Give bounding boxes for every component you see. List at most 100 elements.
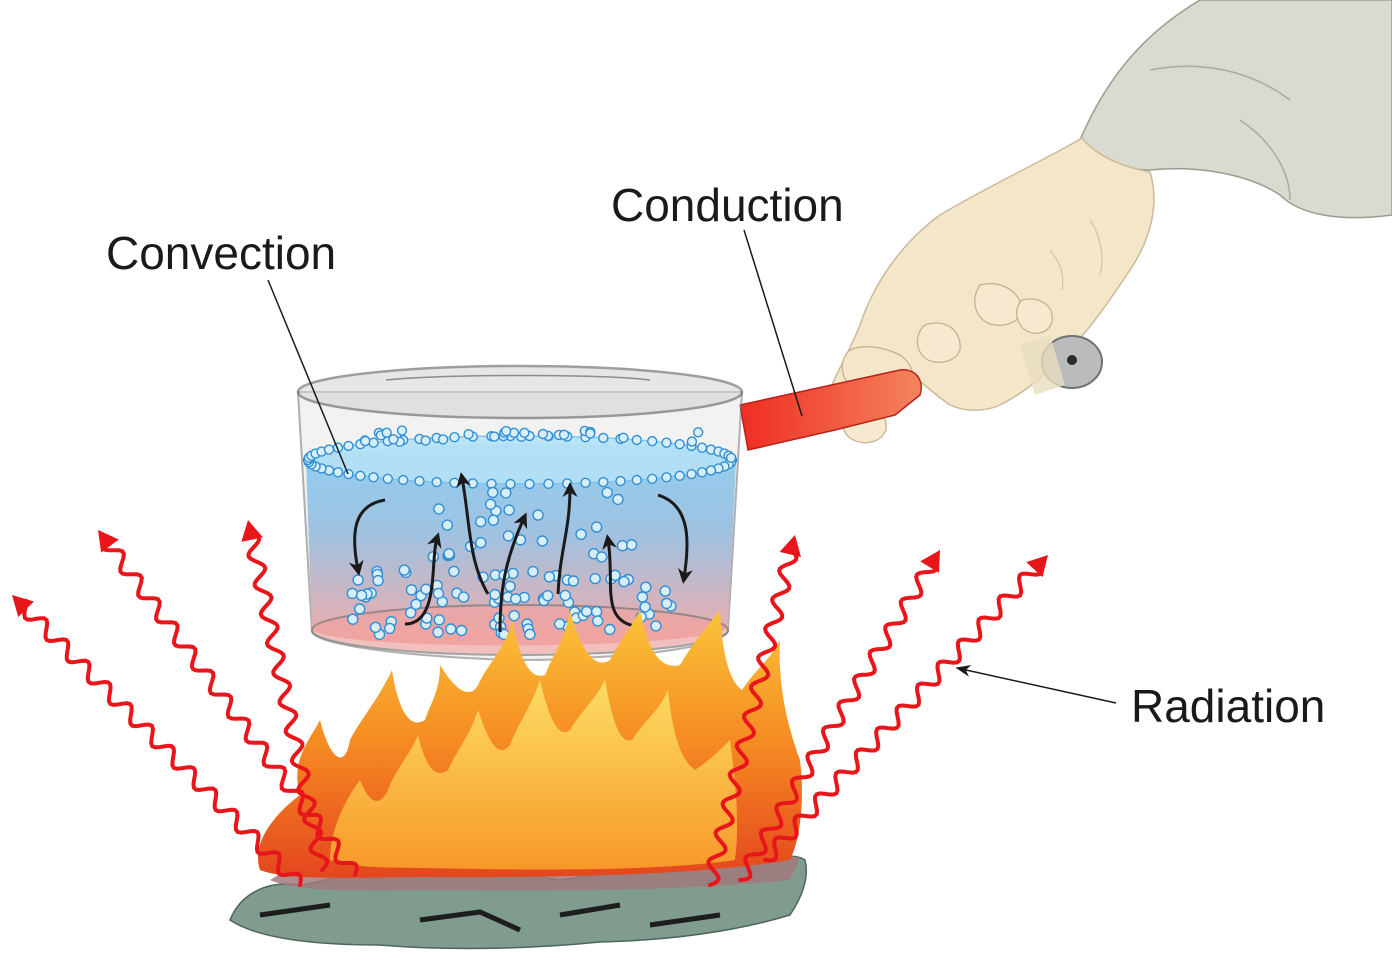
bubble	[524, 478, 535, 490]
bubble	[355, 470, 366, 481]
bubble	[660, 597, 673, 610]
bubble	[532, 509, 544, 521]
convection-arrow-icon	[348, 472, 693, 633]
bubble	[543, 478, 554, 489]
bubble	[596, 551, 608, 563]
bubble	[640, 581, 652, 593]
bubble	[355, 589, 368, 601]
radiation-waves	[12, 520, 1048, 887]
bubble	[580, 477, 591, 488]
bubble	[347, 613, 359, 625]
wave-arrow-head	[1026, 555, 1048, 578]
bubble	[432, 587, 445, 600]
wave-arrow-head	[98, 530, 119, 553]
bubble	[431, 476, 442, 488]
bubble	[590, 521, 603, 533]
knuckle-lines	[1049, 219, 1103, 291]
pot-handle	[739, 335, 1103, 451]
wave-arrow-icon	[738, 562, 940, 882]
finger-1	[974, 283, 1023, 326]
finger-3	[1016, 298, 1053, 334]
wave-arrow-icon	[706, 546, 799, 887]
bubble	[625, 539, 638, 551]
bubble	[598, 476, 609, 488]
bubble	[562, 478, 573, 489]
pot-icon	[296, 364, 744, 661]
bubble	[674, 470, 685, 481]
bubble	[455, 624, 468, 637]
bubble	[636, 591, 649, 603]
bubble	[510, 593, 522, 605]
radiation-leader	[955, 665, 1117, 704]
convection-leader	[267, 279, 349, 475]
bubble	[372, 574, 384, 587]
bubble	[448, 565, 460, 578]
bubble	[405, 584, 418, 596]
wave-arrow-head	[241, 520, 263, 542]
bubble	[612, 493, 624, 506]
bubble	[524, 628, 536, 640]
bubble	[489, 588, 501, 601]
bubble	[585, 428, 596, 439]
bubble	[384, 622, 396, 635]
bubble	[445, 623, 457, 635]
bubble	[414, 475, 425, 487]
bubble	[604, 623, 616, 636]
bubble	[686, 468, 697, 480]
bubble	[398, 564, 410, 576]
bubble	[519, 427, 530, 438]
bubble	[590, 605, 603, 618]
bubble	[650, 620, 662, 632]
fire-icon	[229, 610, 807, 950]
flames-inner	[330, 680, 738, 870]
bubble	[396, 425, 408, 436]
bubble	[618, 432, 629, 443]
bubble	[639, 601, 651, 613]
bubble	[502, 530, 515, 542]
bubble	[432, 626, 444, 638]
wave-arrow-head	[779, 535, 801, 558]
bubble	[705, 465, 717, 476]
bubble	[536, 535, 549, 547]
bubble	[631, 434, 642, 446]
wave-arrow-icon	[246, 531, 330, 872]
wave-arrow-icon	[100, 542, 359, 877]
bubble	[437, 434, 449, 445]
wave-arrow-head	[920, 550, 940, 573]
bubble	[542, 590, 554, 602]
bubble	[381, 427, 392, 438]
bubble	[360, 435, 371, 447]
bubble	[580, 605, 593, 618]
bubble	[463, 429, 474, 440]
bubble	[543, 571, 556, 583]
bubble	[696, 467, 708, 478]
conduction-leader	[743, 229, 803, 417]
handle-knob-dot	[1067, 355, 1077, 365]
wave-arrow-icon	[763, 566, 1044, 863]
bubble	[449, 477, 460, 488]
bubble	[369, 621, 382, 633]
bubble	[457, 591, 470, 603]
bubble	[505, 478, 516, 490]
bubble	[598, 432, 609, 444]
bubble	[388, 434, 399, 445]
bubble	[475, 516, 487, 528]
bubble	[601, 486, 613, 499]
bubble	[661, 472, 672, 483]
bubble	[368, 472, 379, 483]
bubble	[410, 598, 422, 610]
bubble	[467, 478, 478, 489]
bubble	[346, 587, 358, 600]
bubble	[589, 572, 601, 585]
bubble	[487, 514, 500, 526]
bubble	[558, 429, 570, 440]
bubble	[659, 585, 671, 597]
bubble	[618, 575, 630, 588]
bubble	[559, 589, 571, 602]
bubble	[343, 468, 354, 480]
bubble	[631, 474, 642, 486]
bubble	[332, 467, 344, 478]
bubble	[696, 442, 708, 453]
bubble	[674, 439, 685, 450]
bubble	[661, 437, 672, 448]
